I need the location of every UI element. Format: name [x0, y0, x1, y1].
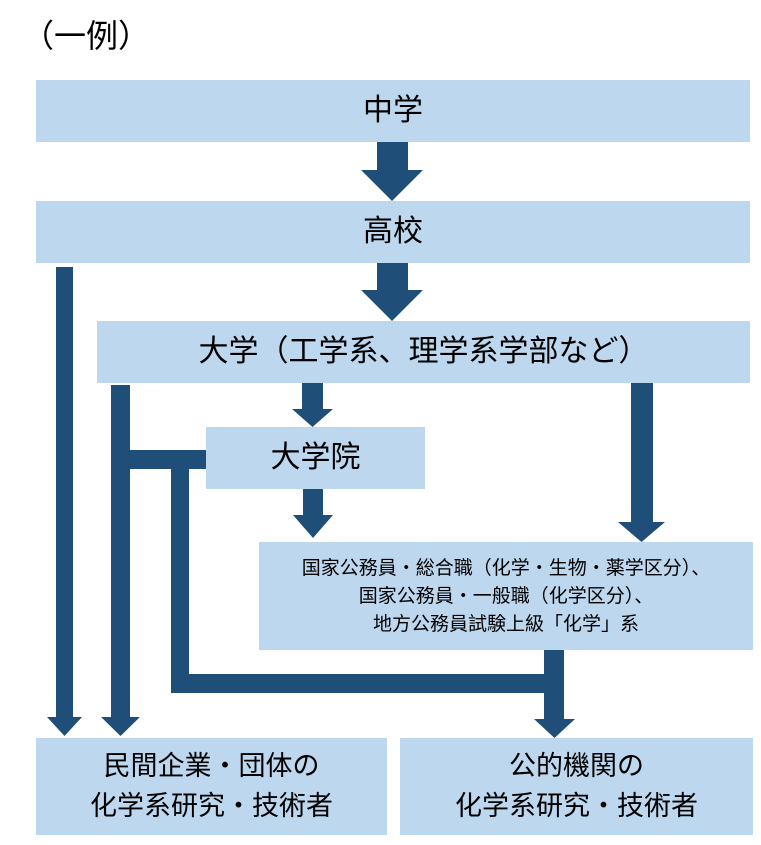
arrow-high-school-to-university — [361, 263, 423, 321]
node-graduate-school: 大学院 — [206, 427, 425, 489]
node-university: 大学（工学系、理学系学部など） — [97, 321, 750, 383]
node-high-school: 高校 — [36, 201, 750, 263]
civil-service-line-3: 地方公務員試験上級「化学」系 — [372, 613, 639, 635]
node-junior-high: 中学 — [36, 80, 750, 142]
arrow-university-to-graduate-school — [292, 383, 333, 427]
connector-graduate-down — [171, 469, 189, 693]
public-institution-line-2: 化学系研究・技術者 — [455, 790, 698, 822]
civil-service-line-2: 国家公務員・一般職（化学区分）、 — [358, 585, 654, 607]
arrow-university-to-civil-service — [618, 383, 665, 542]
connector-graduate-to-public — [171, 674, 545, 693]
connector-graduate-to-private — [130, 450, 206, 469]
diagram-title: （一例） — [22, 17, 151, 55]
private-sector-line-2: 化学系研究・技術者 — [90, 790, 333, 822]
node-university-label: 大学（工学系、理学系学部など） — [198, 334, 649, 369]
node-high-school-label: 高校 — [363, 214, 423, 249]
node-public-institution: 公的機関の 化学系研究・技術者 — [400, 738, 753, 835]
public-institution-line-1: 公的機関の — [509, 750, 644, 782]
arrow-junior-high-to-high-school — [361, 142, 423, 201]
civil-service-line-1: 国家公務員・総合職（化学・生物・薬学区分）、 — [301, 557, 711, 579]
node-junior-high-label: 中学 — [363, 93, 423, 128]
node-private-sector: 民間企業・団体の 化学系研究・技術者 — [36, 738, 387, 835]
arrow-civil-service-to-public-institution — [534, 650, 575, 738]
arrow-high-school-to-private-sector — [47, 267, 82, 736]
private-sector-line-1: 民間企業・団体の — [103, 750, 320, 782]
node-civil-service-exam: 国家公務員・総合職（化学・生物・薬学区分）、 国家公務員・一般職（化学区分）、 … — [259, 542, 753, 650]
arrow-university-to-private-sector — [101, 385, 140, 736]
node-graduate-school-label: 大学院 — [270, 440, 361, 475]
arrow-graduate-school-to-civil-service — [293, 489, 333, 538]
